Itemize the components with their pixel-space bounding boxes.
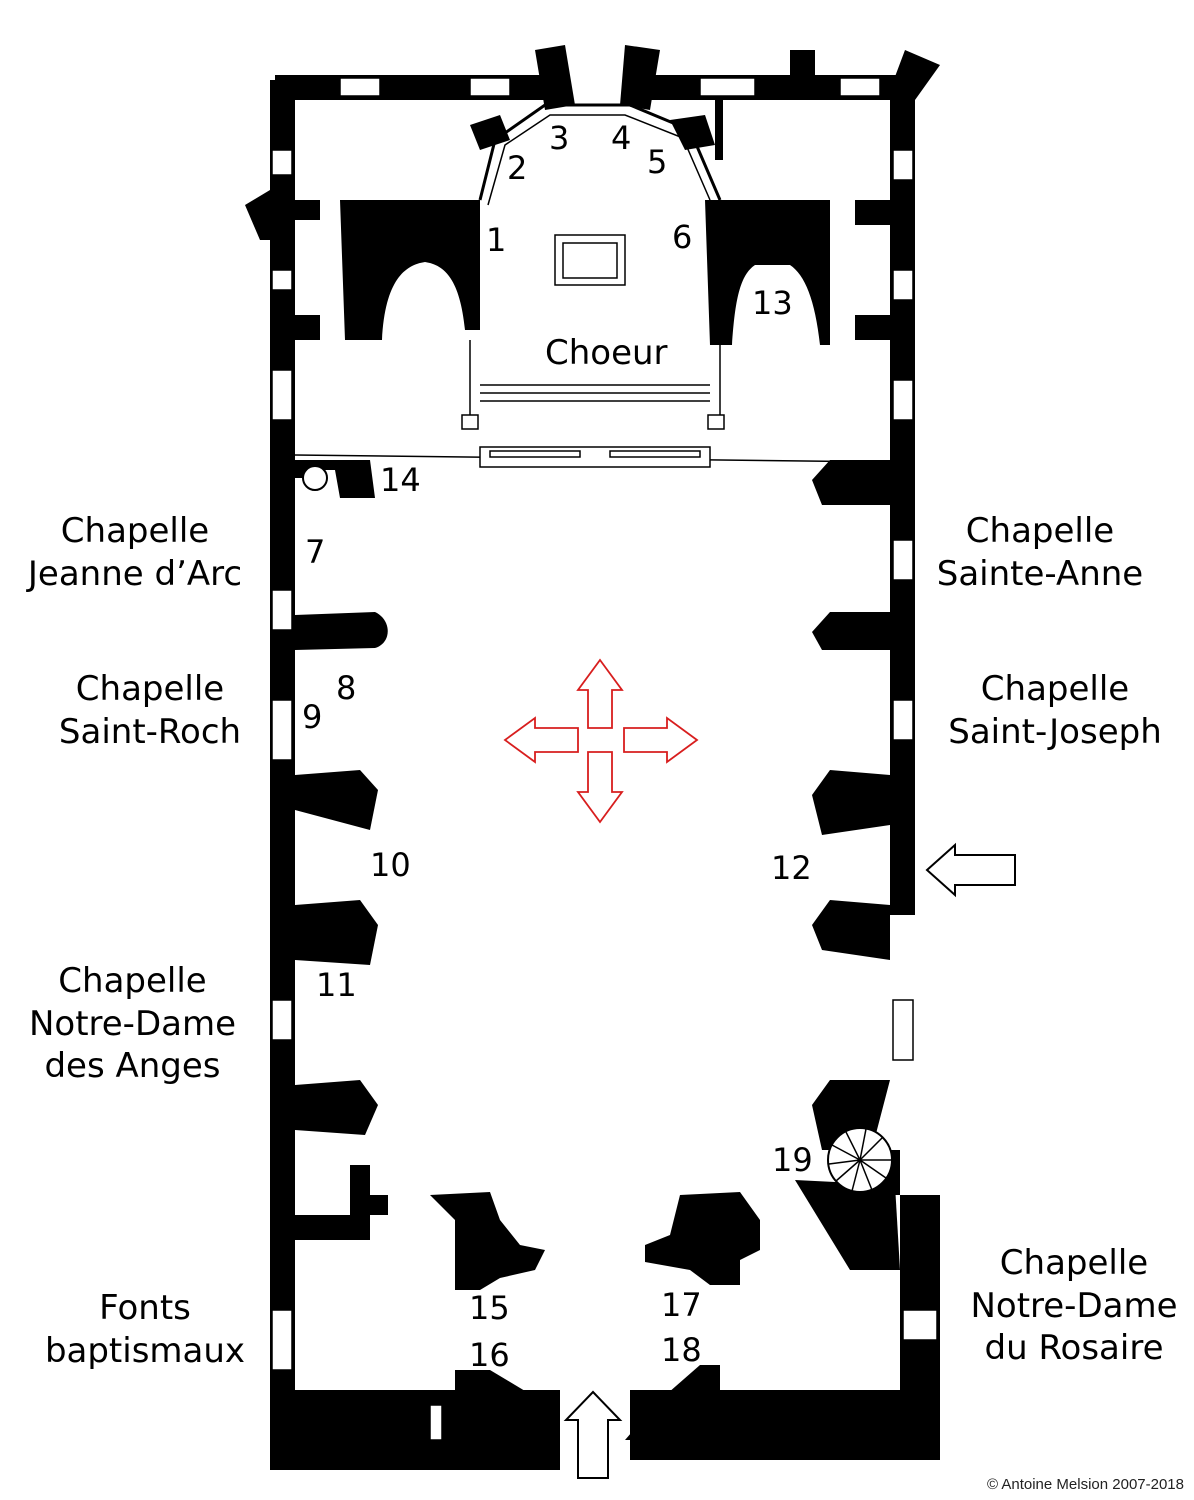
windows xyxy=(271,77,938,1371)
chapel-notre-dame-rosaire-line3: du Rosaire xyxy=(984,1328,1164,1368)
number-label: 10 xyxy=(370,846,411,884)
number-label: 16 xyxy=(469,1336,510,1374)
chapel-saint-roch-label: Chapelle Saint-Roch xyxy=(50,668,250,753)
chapel-notre-dame-rosaire-line2: Notre-Dame xyxy=(970,1285,1178,1326)
chapel-sainte-anne-line2: Sainte-Anne xyxy=(936,553,1144,594)
number-label: 6 xyxy=(672,218,693,256)
number-label: 12 xyxy=(771,849,812,887)
number-label: 7 xyxy=(305,533,326,571)
number-label: 19 xyxy=(772,1141,813,1179)
number-label: 13 xyxy=(752,284,793,322)
chapel-jeanne-darc-line1: Chapelle xyxy=(60,511,210,551)
number-label: 2 xyxy=(507,149,528,187)
chapel-saint-joseph-line1: Chapelle xyxy=(980,669,1130,709)
fonts-baptismaux-line2: baptismaux xyxy=(44,1330,246,1371)
fonts-baptismaux-line1: Fonts xyxy=(99,1288,191,1328)
number-label: 5 xyxy=(647,143,668,181)
chapel-notre-dame-anges-line1: Chapelle xyxy=(58,961,207,1001)
number-label: 11 xyxy=(316,966,357,1004)
chapel-notre-dame-anges-line2: Notre-Dame xyxy=(28,1003,237,1044)
number-label: 18 xyxy=(661,1331,702,1369)
number-label: 14 xyxy=(380,461,421,499)
number-label: 15 xyxy=(469,1289,510,1327)
chapel-sainte-anne-line1: Chapelle xyxy=(965,511,1115,551)
chapel-saint-roch-line1: Chapelle xyxy=(75,669,225,709)
chapel-jeanne-darc-label: Chapelle Jeanne d’Arc xyxy=(20,510,250,595)
right-piers xyxy=(625,460,900,1440)
west-piers xyxy=(430,1192,760,1290)
choir-apse xyxy=(294,100,891,468)
spiral-stair-icon xyxy=(827,1127,893,1193)
chapel-notre-dame-rosaire-line1: Chapelle xyxy=(999,1243,1149,1283)
number-label: 17 xyxy=(661,1286,702,1324)
copyright-text: © Antoine Melsion 2007-2018 xyxy=(986,1476,1184,1493)
chapel-notre-dame-rosaire-label: Chapelle Notre-Dame du Rosaire xyxy=(960,1242,1188,1370)
number-label: 8 xyxy=(336,669,357,707)
entrance-arrow-icon xyxy=(563,842,1016,1479)
choir-label: Choeur xyxy=(545,333,668,373)
left-piers xyxy=(281,460,550,1441)
number-label: 4 xyxy=(611,119,632,157)
chapel-saint-joseph-line2: Saint-Joseph xyxy=(948,711,1162,752)
chapel-saint-joseph-label: Chapelle Saint-Joseph xyxy=(935,668,1175,753)
number-label: 1 xyxy=(486,221,507,259)
chapel-jeanne-darc-line2: Jeanne d’Arc xyxy=(27,553,243,594)
number-label: 9 xyxy=(302,698,323,736)
fonts-baptismaux-label: Fonts baptismaux xyxy=(40,1287,250,1372)
chapel-saint-roch-line2: Saint-Roch xyxy=(58,711,242,752)
cross-arrows-icon xyxy=(503,658,699,824)
chapel-notre-dame-anges-label: Chapelle Notre-Dame des Anges xyxy=(15,960,250,1088)
chapel-sainte-anne-label: Chapelle Sainte-Anne xyxy=(925,510,1155,595)
chapel-notre-dame-anges-line3: des Anges xyxy=(44,1046,221,1086)
number-label: 3 xyxy=(549,119,570,157)
